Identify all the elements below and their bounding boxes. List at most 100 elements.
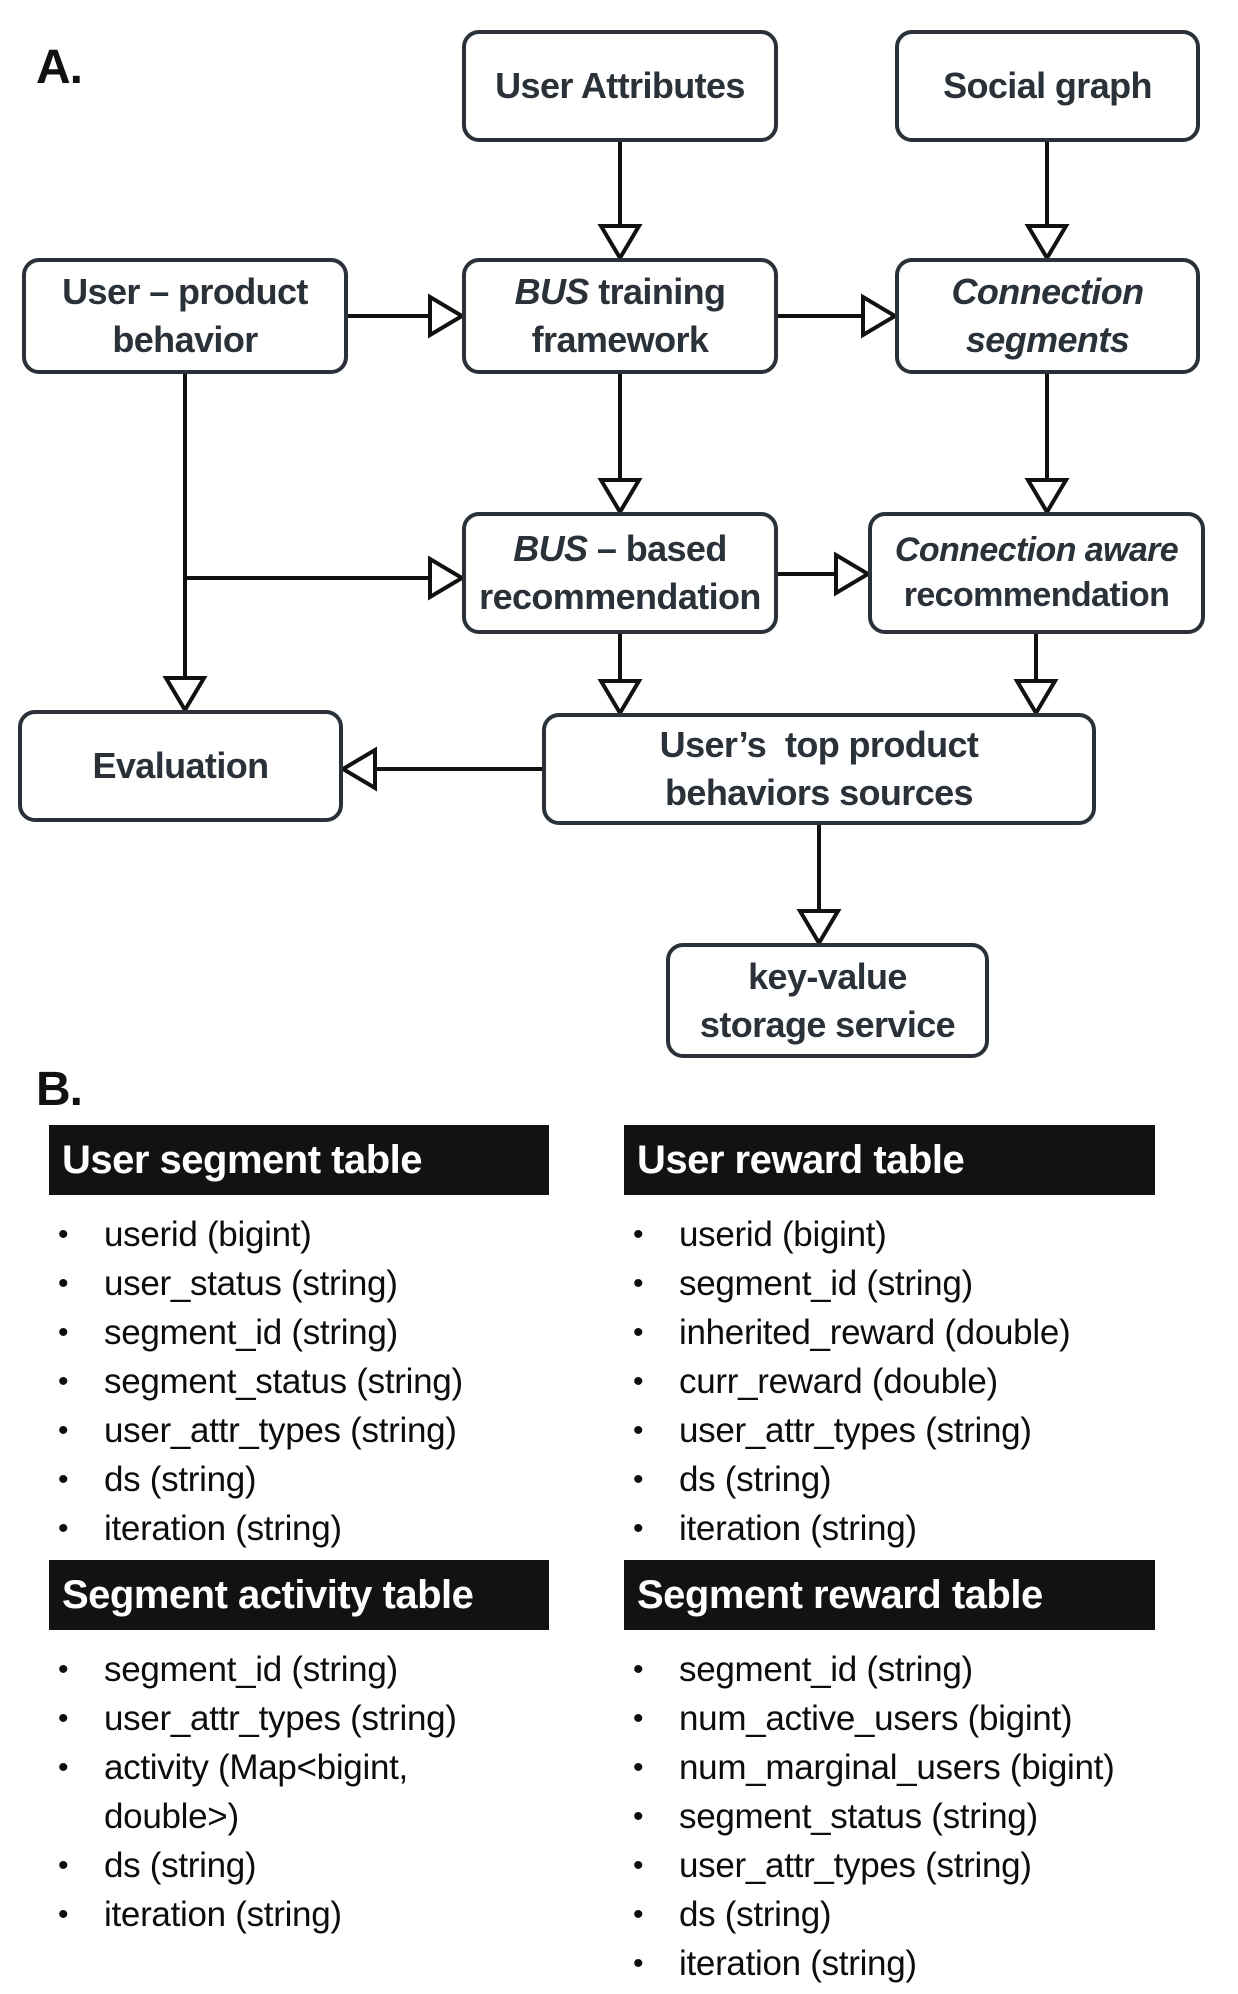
node-user-attributes: User Attributes: [462, 30, 778, 142]
field-list-user-segment: • userid (bigint) • user_status (string) • se…: [58, 1210, 518, 1553]
bullet-icon: •: [633, 1751, 644, 1784]
field-text: iteration (string): [104, 1509, 342, 1548]
field-text: iteration (string): [104, 1895, 342, 1934]
bullet-icon: •: [58, 1365, 69, 1398]
bullet-icon: •: [58, 1849, 69, 1882]
node-social-graph: Social graph: [895, 30, 1200, 142]
field-text: inherited_reward (double): [679, 1313, 1071, 1352]
bullet-icon: •: [633, 1414, 644, 1447]
field-text: curr_reward (double): [679, 1362, 998, 1401]
flow-arrows: [162, 142, 1070, 947]
field-text: segment_status (string): [679, 1797, 1038, 1836]
field-text: segment_id (string): [679, 1650, 973, 1689]
field-list-segment-activity: • segment_id (string) • user_attr_types (st…: [58, 1645, 503, 1939]
node-label-line: behaviors sources: [665, 772, 974, 813]
node-label-line: segments: [965, 319, 1130, 360]
field-item: • inherited_reward (double): [633, 1308, 1203, 1357]
bullet-icon: •: [58, 1463, 69, 1496]
field-text: userid (bigint): [104, 1215, 312, 1254]
field-item: • userid (bigint): [633, 1210, 1203, 1259]
bullet-icon: •: [633, 1316, 644, 1349]
field-text: segment_id (string): [104, 1650, 398, 1689]
section-a-label: A.: [36, 41, 83, 94]
field-text: user_attr_types (string): [679, 1411, 1032, 1450]
field-text: segment_id (string): [104, 1313, 398, 1352]
node-bus-based-recommendation: BUS – based recommendation: [462, 512, 778, 634]
field-text: activity (Map<bigint, double>): [104, 1748, 408, 1836]
field-list-segment-reward: •segment_id (string)•num_active_users (b…: [633, 1645, 1203, 1988]
node-label-line: User Attributes: [495, 65, 745, 107]
field-item: • user_attr_types (string): [58, 1406, 518, 1455]
field-text: user_attr_types (string): [104, 1699, 457, 1738]
field-text: userid (bigint): [679, 1215, 887, 1254]
field-text: user_attr_types (string): [679, 1846, 1032, 1885]
bullet-icon: •: [58, 1316, 69, 1349]
bullet-icon: •: [633, 1463, 644, 1496]
field-item: • userid (bigint): [58, 1210, 518, 1259]
field-item: • curr_reward (double): [633, 1357, 1203, 1406]
node-label-line: key-value: [748, 955, 907, 997]
architecture-flowchart: A.: [18, 30, 1205, 1058]
field-item: • iteration (string): [633, 1504, 1203, 1553]
field-text: num_marginal_users (bigint): [679, 1748, 1115, 1787]
field-item: • iteration (string): [633, 1939, 1203, 1988]
bullet-icon: •: [58, 1512, 69, 1545]
bullet-icon: •: [58, 1702, 69, 1735]
header-user-segment-table: User segment table: [49, 1125, 549, 1195]
bullet-icon: •: [58, 1414, 69, 1447]
header-segment-reward-table: Segment reward table: [624, 1560, 1155, 1630]
field-text: user_attr_types (string): [104, 1411, 457, 1450]
bullet-icon: •: [633, 1365, 644, 1398]
bullet-icon: •: [633, 1218, 644, 1251]
field-text: iteration (string): [679, 1509, 917, 1548]
bullet-icon: •: [58, 1898, 69, 1931]
node-label-line: Connection aware: [894, 531, 1179, 570]
field-text: iteration (string): [679, 1944, 917, 1983]
node-label-line: BUS – based: [513, 528, 727, 570]
field-list-user-reward: •userid (bigint)•segment_id (string)•inh…: [633, 1210, 1203, 1553]
bullet-icon: •: [58, 1267, 69, 1300]
field-item: • ds (string): [58, 1455, 518, 1504]
node-connection-aware-recommendation: Connection aware recommendation: [868, 512, 1205, 634]
field-item: •activity (Map<bigint, double>): [58, 1743, 503, 1841]
field-item: • iteration (string): [58, 1890, 503, 1939]
node-label-line: Evaluation: [92, 745, 269, 787]
node-label-line: Social graph: [943, 65, 1152, 107]
node-label-line: behavior: [112, 319, 258, 360]
field-item: •ds (string): [58, 1841, 503, 1890]
field-item: •num_active_users (bigint): [633, 1694, 1203, 1743]
bullet-icon: •: [58, 1653, 69, 1686]
bullet-icon: •: [633, 1849, 644, 1882]
bullet-icon: •: [633, 1512, 644, 1545]
bullet-icon: •: [58, 1218, 69, 1251]
node-label-line: framework: [531, 319, 709, 360]
field-text: ds (string): [679, 1460, 832, 1499]
field-text: ds (string): [104, 1460, 257, 1499]
field-text: segment_status (string): [104, 1362, 463, 1401]
bullet-icon: •: [633, 1898, 644, 1931]
header-segment-activity-table: Segment activity table: [49, 1560, 549, 1630]
field-text: num_active_users (bigint): [679, 1699, 1073, 1738]
field-item: • ds (string): [633, 1455, 1203, 1504]
node-bus-training-framework: BUS training framework: [462, 258, 778, 374]
bullet-icon: •: [633, 1653, 644, 1686]
bullet-icon: •: [633, 1267, 644, 1300]
node-label-line: User – product: [62, 271, 308, 313]
node-label-line: BUS training: [514, 271, 726, 313]
field-item: • num_marginal_users (bigint): [633, 1743, 1203, 1792]
field-text: ds (string): [679, 1895, 832, 1934]
field-item: • user_attr_types (string): [58, 1694, 503, 1743]
field-item: • segment_id (string): [633, 1645, 1203, 1694]
node-label-line: recommendation: [479, 576, 761, 617]
field-item: • user_attr_types (string): [633, 1841, 1203, 1890]
bullet-icon: •: [633, 1947, 644, 1980]
field-item: • segment_status (string): [58, 1357, 518, 1406]
field-item: • ds (string): [633, 1890, 1203, 1939]
field-item: • user_status (string): [58, 1259, 518, 1308]
field-text: user_status (string): [104, 1264, 398, 1303]
node-label-line: recommendation: [903, 576, 1170, 614]
header-user-reward-table: User reward table: [624, 1125, 1155, 1195]
